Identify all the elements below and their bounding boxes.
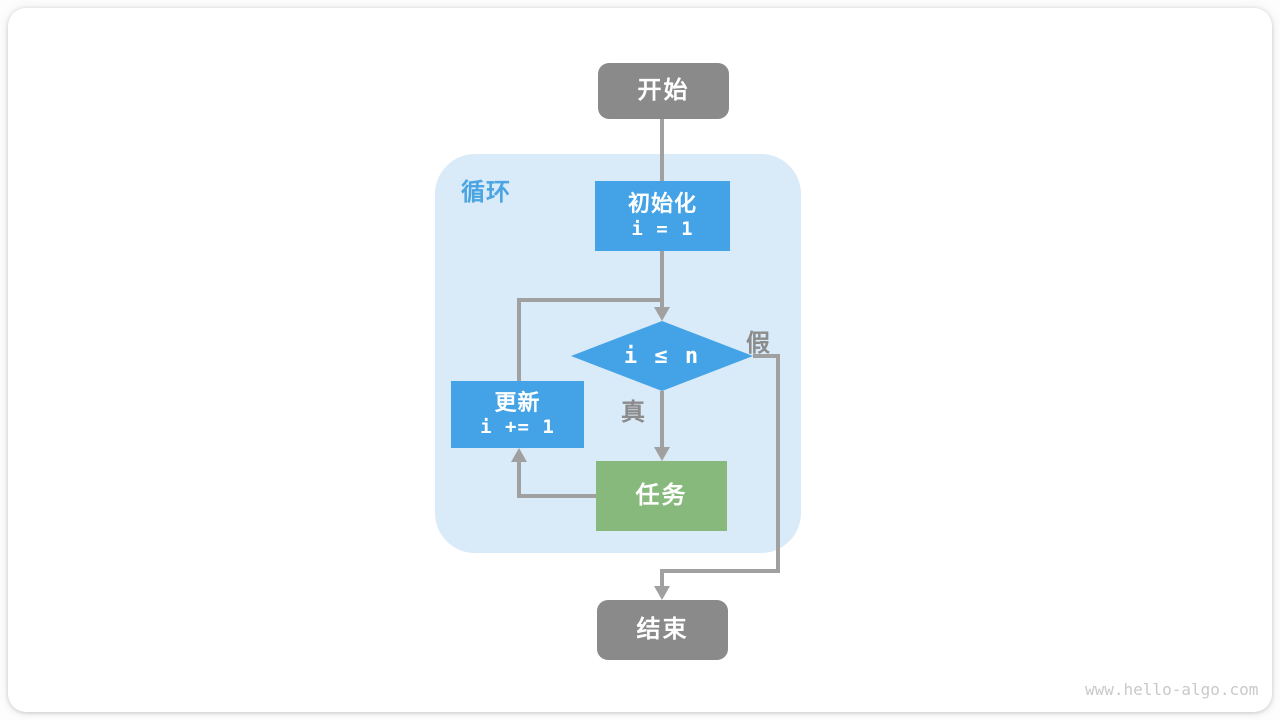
edge-update-up — [517, 298, 521, 381]
diagram-card: 循环 真 假 开始 初始化 i = 1 — [8, 8, 1272, 712]
node-start: 开始 — [598, 63, 729, 119]
edge-init-to-condition — [660, 251, 664, 309]
watermark: www.hello-algo.com — [1085, 680, 1259, 699]
loop-label: 循环 — [461, 179, 511, 206]
node-condition: i ≤ n — [571, 321, 753, 391]
arrowhead-into-task — [654, 447, 670, 461]
true-branch-label: 真 — [621, 399, 645, 426]
edge-condition-to-task — [660, 391, 664, 449]
node-condition-label: i ≤ n — [623, 343, 701, 369]
node-init: 初始化 i = 1 — [595, 181, 730, 251]
edge-false-to-end — [660, 569, 664, 589]
node-start-label: 开始 — [637, 77, 690, 104]
node-end-label: 结束 — [636, 616, 689, 643]
node-update-code: i += 1 — [480, 416, 555, 439]
arrowhead-into-condition — [654, 307, 670, 321]
node-update-title: 更新 — [494, 389, 541, 415]
arrowhead-into-end — [654, 586, 670, 600]
condition-diamond-shape — [571, 321, 753, 391]
node-end: 结束 — [597, 600, 728, 660]
edge-false-down — [776, 354, 780, 573]
edge-false-right — [753, 354, 780, 358]
edge-task-to-update — [517, 461, 521, 498]
edge-start-to-init — [660, 119, 664, 181]
node-task: 任务 — [596, 461, 727, 531]
node-init-code: i = 1 — [631, 217, 694, 240]
arrowhead-into-update — [511, 448, 527, 462]
false-branch-label: 假 — [746, 330, 770, 357]
edge-task-left — [517, 494, 598, 498]
edge-update-to-junction — [517, 298, 664, 302]
edge-false-left — [660, 569, 780, 573]
node-init-title: 初始化 — [627, 191, 697, 217]
node-task-label: 任务 — [635, 482, 688, 509]
node-update: 更新 i += 1 — [451, 381, 584, 448]
